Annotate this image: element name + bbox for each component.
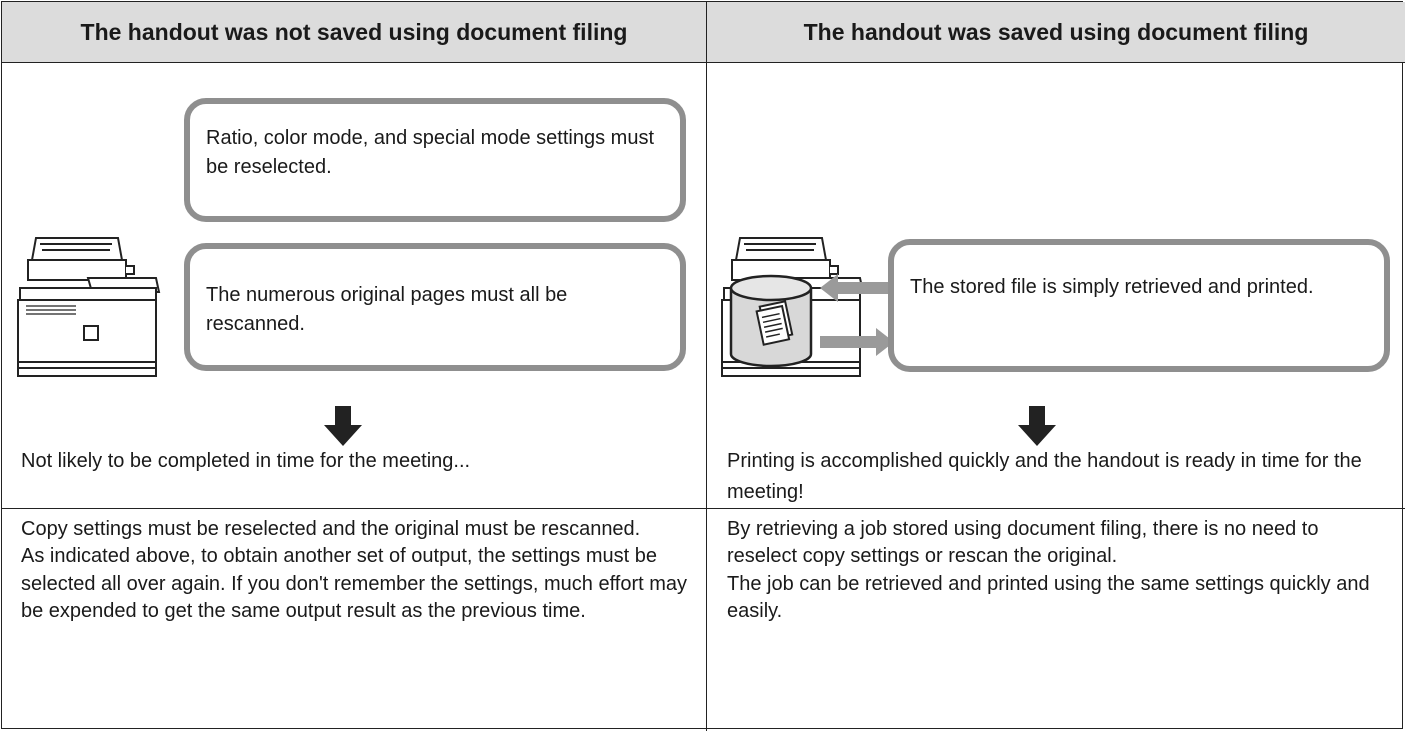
- explanation-paragraph: By retrieving a job stored using documen…: [727, 518, 1319, 568]
- row-divider: [2, 508, 1405, 509]
- explanation-not-saved: Copy settings must be reselected and the…: [21, 516, 697, 626]
- explanation-paragraph: The job can be retrieved and printed usi…: [727, 572, 1370, 623]
- explanation-paragraph: Copy settings must be reselected and the…: [21, 518, 641, 540]
- heading-not-saved: The handout was not saved using document…: [80, 19, 628, 45]
- callout-reselect-settings: Ratio, color mode, and special mode sett…: [184, 98, 686, 222]
- arrow-left-icon: [820, 274, 894, 302]
- result-not-saved: Not likely to be completed in time for t…: [21, 450, 471, 472]
- result-saved: Printing is accomplished quickly and the…: [727, 450, 1362, 503]
- arrow-right-icon: [820, 328, 894, 356]
- arrow-down-icon: [324, 406, 362, 446]
- storage-cylinder-icon: [729, 274, 813, 368]
- heading-saved: The handout was saved using document fil…: [803, 19, 1309, 45]
- header-row: [2, 2, 1405, 63]
- callout-retrieve-print: The stored file is simply retrieved and …: [888, 239, 1390, 372]
- explanation-paragraph: As indicated above, to obtain another se…: [21, 545, 688, 623]
- explanation-saved: By retrieving a job stored using documen…: [727, 516, 1387, 626]
- column-divider: [706, 2, 707, 731]
- callout-rescan-originals: The numerous original pages must all be …: [184, 243, 686, 371]
- arrow-down-icon: [1018, 406, 1056, 446]
- printer-icon: [17, 237, 161, 377]
- document-icon: [755, 300, 794, 346]
